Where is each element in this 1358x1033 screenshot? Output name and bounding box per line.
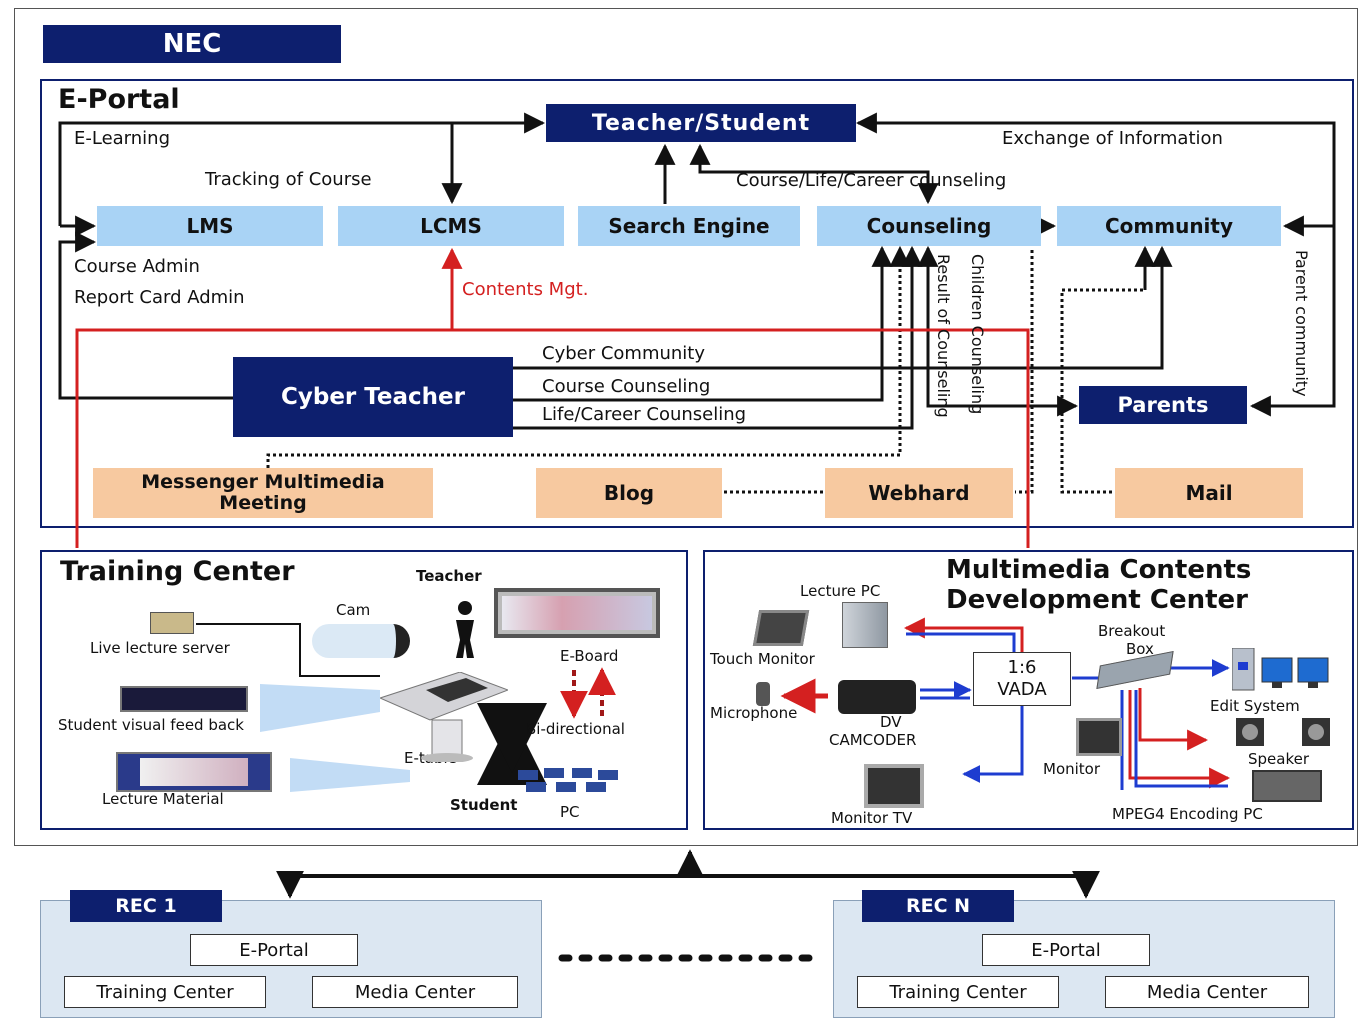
label-eboard: E-Board	[560, 647, 619, 665]
label-live-server: Live lecture server	[90, 639, 230, 657]
mpeg4-pc-icon	[1252, 770, 1322, 802]
lecture-material-icon	[116, 752, 272, 792]
community-box: Community	[1057, 206, 1281, 246]
parents-box: Parents	[1079, 386, 1247, 424]
rec1-label: REC 1	[70, 890, 222, 922]
lcms-box: LCMS	[338, 206, 564, 246]
search-engine-box: Search Engine	[578, 206, 800, 246]
recn-training-box: Training Center	[857, 976, 1059, 1008]
training-center-title: Training Center	[60, 556, 295, 587]
label-speaker: Speaker	[1248, 750, 1310, 768]
label-cyber-community: Cyber Community	[542, 343, 706, 364]
label-breakout-1: Breakout	[1098, 622, 1166, 640]
rec1-training-box: Training Center	[64, 976, 266, 1008]
label-feedback: Student visual feed back	[58, 716, 244, 734]
rec1-eportal-box: E-Portal	[190, 934, 358, 966]
label-mpeg4: MPEG4 Encoding PC	[1112, 805, 1263, 823]
label-parent-community: Parent community	[1292, 250, 1311, 397]
label-bidirectional: Bi-directional	[526, 720, 625, 738]
label-result-counseling: Result of Counseling	[934, 254, 953, 418]
edit-system-icon	[1231, 647, 1332, 692]
label-e-learning: E-Learning	[74, 128, 171, 149]
label-lecture-pc: Lecture PC	[800, 582, 881, 600]
cyber-teacher-box: Cyber Teacher	[233, 357, 513, 437]
monitor-tv-icon	[864, 764, 924, 808]
cam-icon	[312, 624, 410, 658]
rec1-media-box: Media Center	[312, 976, 518, 1008]
label-dv-1: DV	[880, 713, 902, 731]
webhard-box: Webhard	[825, 468, 1013, 518]
counseling-box: Counseling	[817, 206, 1041, 246]
messenger-box: Messenger Multimedia Meeting	[93, 468, 433, 518]
eportal-frame	[40, 79, 1354, 528]
vada-line2: VADA	[997, 679, 1047, 700]
etable-icon	[378, 671, 510, 763]
mail-box: Mail	[1115, 468, 1303, 518]
recn-media-box: Media Center	[1105, 976, 1309, 1008]
label-student: Student	[450, 796, 518, 814]
monitor-icon	[1076, 718, 1122, 756]
eboard-icon	[494, 588, 660, 638]
lecture-pc-icon	[842, 602, 888, 648]
label-exchange: Exchange of Information	[1002, 128, 1223, 149]
label-cam: Cam	[336, 601, 371, 619]
label-monitor: Monitor	[1043, 760, 1101, 778]
training-center-frame	[40, 550, 688, 830]
eportal-title: E-Portal	[58, 84, 180, 115]
teacher-figure-icon	[452, 600, 478, 660]
label-course-counseling: Course Counseling	[542, 376, 711, 397]
camcorder-icon	[838, 680, 916, 714]
label-course-admin: Course Admin	[74, 256, 200, 277]
multimedia-title-line2: Development Center	[946, 585, 1249, 615]
label-edit-system: Edit System	[1210, 697, 1300, 715]
label-dv-2: CAMCODER	[829, 731, 917, 749]
label-pc: PC	[560, 803, 580, 821]
label-tracking: Tracking of Course	[205, 169, 372, 190]
label-report-card: Report Card Admin	[74, 287, 245, 308]
label-contents-mgt: Contents Mgt.	[462, 279, 589, 300]
blog-box: Blog	[536, 468, 722, 518]
student-pc-icon	[516, 766, 620, 796]
label-microphone: Microphone	[710, 704, 798, 722]
label-lecture-material: Lecture Material	[102, 790, 224, 808]
lms-box: LMS	[97, 206, 323, 246]
multimedia-center-frame	[703, 550, 1354, 830]
label-course-life: Course/Life/Career counseling	[736, 170, 1007, 191]
label-touch-monitor: Touch Monitor	[710, 650, 815, 668]
label-monitor-tv: Monitor TV	[831, 809, 913, 827]
microphone-icon	[756, 682, 770, 706]
vada-box: 1:6 VADA	[973, 652, 1071, 706]
label-teacher: Teacher	[416, 567, 482, 585]
vada-line1: 1:6	[1007, 657, 1037, 678]
teacher-student-box: Teacher/Student	[546, 104, 856, 142]
speaker-icon	[1234, 716, 1334, 748]
live-server-icon	[150, 612, 194, 634]
recn-label: REC N	[862, 890, 1014, 922]
label-breakout-2: Box	[1126, 640, 1154, 658]
feedback-screen-icon	[120, 686, 248, 712]
recn-eportal-box: E-Portal	[982, 934, 1150, 966]
label-life-career: Life/Career Counseling	[542, 404, 747, 425]
multimedia-title-line1: Multimedia Contents	[946, 555, 1252, 585]
nec-label: NEC	[43, 25, 341, 63]
label-children-counseling: Children Counseling	[968, 254, 987, 415]
touch-monitor-icon	[752, 610, 810, 646]
